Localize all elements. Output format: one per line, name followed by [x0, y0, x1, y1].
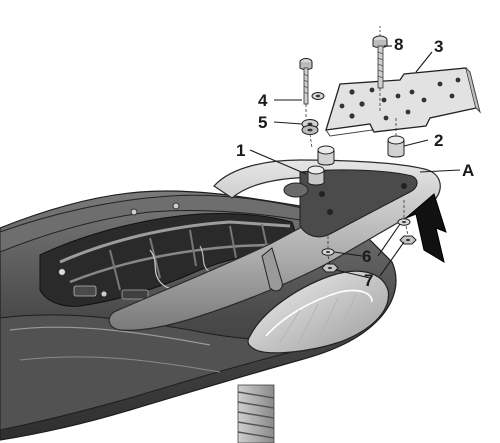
shock-spring: [237, 384, 275, 443]
callout-4: 4: [258, 91, 268, 110]
callout-8: 8: [394, 35, 403, 54]
callout-7: 7: [364, 271, 373, 290]
callout-3: 3: [434, 37, 443, 56]
tail-light: [247, 270, 390, 354]
callout-6: 6: [362, 247, 371, 266]
assembly-guide-lines: [305, 88, 409, 265]
washer-part-5: [301, 119, 319, 135]
bolt-part-4: [299, 58, 325, 105]
callout-2: 2: [434, 131, 443, 150]
callout-5: 5: [258, 113, 267, 132]
callout-1: 1: [236, 141, 245, 160]
direction-arrow-icon: [405, 193, 447, 264]
under-seat-frame: [39, 202, 301, 307]
leader-lines: [249, 45, 461, 279]
callout-a: A: [462, 161, 474, 180]
callout-labels: 1 2 3 4 5 6 7 8 A: [236, 35, 474, 290]
spacer-part-1: [307, 145, 335, 186]
nut-part-7: [321, 235, 417, 273]
mounting-plate: [325, 67, 481, 137]
luggage-rack: [108, 159, 441, 331]
long-screw-part-8: [372, 26, 388, 89]
spacer-part-2: [387, 135, 405, 158]
